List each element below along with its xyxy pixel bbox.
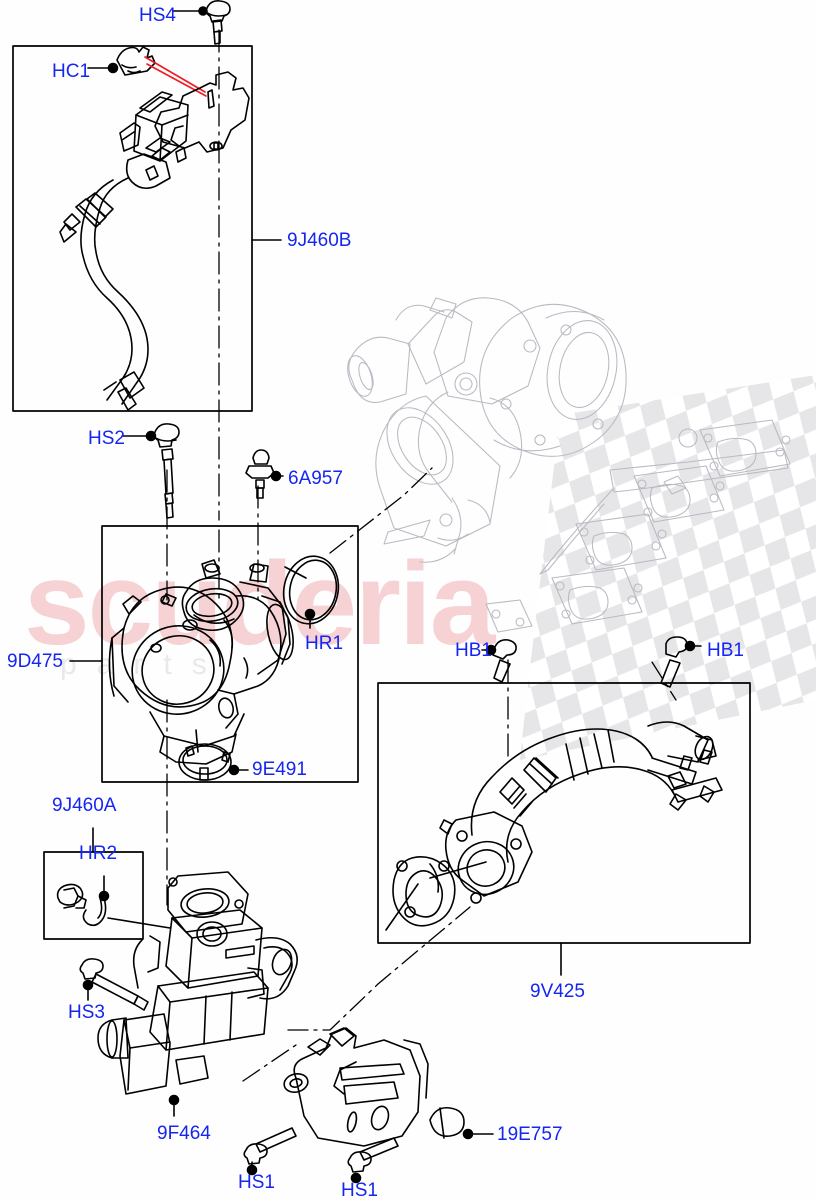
label-HR2[interactable]: HR2: [79, 843, 118, 864]
part-9E491-gasket: [178, 743, 249, 781]
connector-cooler-bracket: [242, 1044, 297, 1082]
label-HB1-right[interactable]: HB1: [707, 640, 744, 661]
label-9E491[interactable]: 9E491: [252, 759, 307, 780]
label-HS2[interactable]: HS2: [88, 428, 125, 449]
part-9D475-throttle-body: [108, 559, 294, 765]
label-HR1[interactable]: HR1: [305, 633, 344, 654]
part-HS4-bolt: [172, 0, 231, 45]
part-HS1-bolt-right: [347, 1137, 399, 1184]
label-HS4[interactable]: HS4: [139, 5, 176, 26]
label-9F464[interactable]: 9F464: [157, 1123, 211, 1144]
part-egr-valve-outlet: [125, 153, 171, 190]
part-egr-bracket: [154, 71, 250, 153]
label-HB1-left[interactable]: HB1: [455, 640, 492, 661]
label-HS3[interactable]: HS3: [68, 1002, 105, 1023]
label-6A957[interactable]: 6A957: [288, 468, 343, 489]
part-HS2-bolt: [121, 423, 180, 519]
part-HC1-clip: [87, 46, 156, 76]
part-9F464-egr-cooler: [97, 871, 298, 1117]
part-HR1-o-ring: [282, 555, 340, 629]
part-9V425-downpipe: [385, 721, 723, 931]
part-HB1-stud-left: [481, 639, 517, 683]
label-19E757[interactable]: 19E757: [497, 1124, 563, 1145]
group-box-9J460B: [12, 45, 253, 412]
label-9V425[interactable]: 9V425: [530, 981, 585, 1002]
part-HS3-bolt: [79, 958, 149, 1011]
connector-hb1-right: [651, 661, 677, 701]
part-19E757-heat-shield: [283, 1027, 494, 1147]
watermark-secondary: parts: [60, 648, 227, 681]
group-box-9D475: [101, 525, 359, 783]
part-egr-hose: [59, 177, 149, 411]
part-HB1-stud-right: [660, 636, 702, 688]
part-HS1-bolt-left: [243, 1127, 297, 1176]
label-HS1-right[interactable]: HS1: [341, 1180, 378, 1201]
connector-throttle-to-turbo: [329, 467, 433, 554]
label-HC1[interactable]: HC1: [52, 61, 91, 82]
label-9J460A[interactable]: 9J460A: [52, 795, 117, 816]
group-box-9V425: [377, 682, 751, 944]
part-6A957-union: [245, 449, 284, 499]
part-HR2-clip-kit: [56, 875, 171, 929]
label-9D475[interactable]: 9D475: [7, 651, 63, 672]
label-HS1-left[interactable]: HS1: [238, 1172, 275, 1193]
connector-egrcooler-to-downpipe: [287, 906, 471, 1031]
label-9J460B[interactable]: 9J460B: [287, 230, 352, 251]
